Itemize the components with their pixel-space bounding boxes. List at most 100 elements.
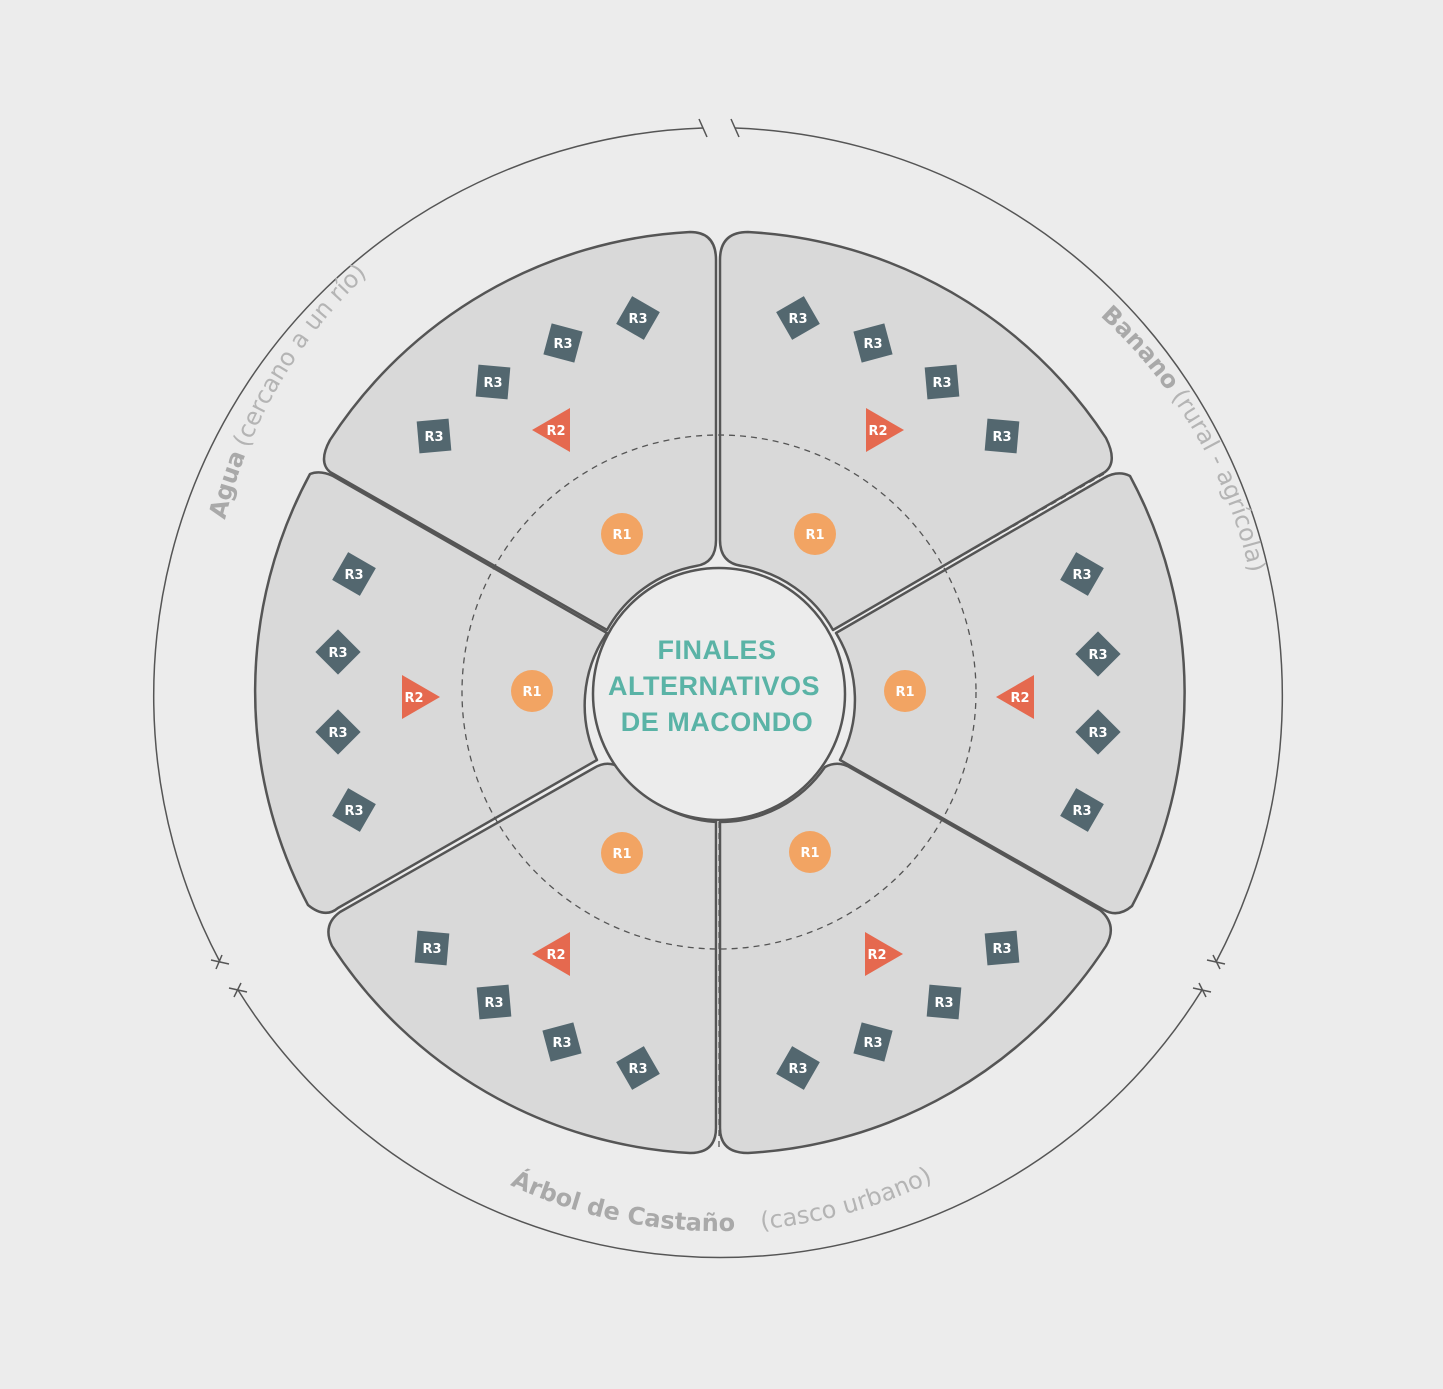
slate-square-icon xyxy=(332,788,376,832)
slate-square-icon xyxy=(476,984,512,1020)
r1-label: R1 xyxy=(800,846,819,861)
r3-label: R3 xyxy=(992,942,1011,957)
slate-square-icon xyxy=(984,930,1020,966)
r1-marker: R1 xyxy=(511,670,553,712)
r2-label: R2 xyxy=(546,424,565,439)
outer-arc-arbol xyxy=(237,989,1203,1259)
r3-marker: R3 xyxy=(332,788,376,832)
red-triangle-icon xyxy=(532,932,570,976)
r2-label: R2 xyxy=(404,691,423,706)
red-triangle-icon xyxy=(402,675,440,719)
r3-marker: R3 xyxy=(853,323,893,363)
slate-square-icon xyxy=(1060,552,1104,596)
outer-ring xyxy=(152,118,1284,1259)
r1-marker: R1 xyxy=(789,831,831,873)
r3-label: R3 xyxy=(1088,648,1107,663)
slate-square-icon xyxy=(1075,709,1121,755)
r3-marker: R3 xyxy=(542,1022,582,1062)
orange-circle-icon xyxy=(884,670,926,712)
orange-circle-icon xyxy=(789,831,831,873)
r3-marker: R3 xyxy=(1060,788,1104,832)
outer-arc-banano xyxy=(734,127,1284,963)
center-line-3: DE MACONDO xyxy=(621,707,814,737)
r2-label: R2 xyxy=(546,948,565,963)
slate-square-icon xyxy=(616,1046,660,1090)
r2-label: R2 xyxy=(1010,691,1029,706)
r3-label: R3 xyxy=(424,430,443,445)
center-hub: FINALES ALTERNATIVOS DE MACONDO xyxy=(591,566,847,822)
orange-circle-icon xyxy=(511,670,553,712)
label-arbol-bold: Árbol de Castaño xyxy=(507,1164,735,1237)
r3-label: R3 xyxy=(863,1036,882,1051)
r1-label: R1 xyxy=(612,528,631,543)
r3-marker: R3 xyxy=(984,418,1020,454)
r3-label: R3 xyxy=(344,804,363,819)
r2-marker: R2 xyxy=(532,408,570,452)
slate-square-icon xyxy=(853,1022,893,1062)
r3-label: R3 xyxy=(328,646,347,661)
r3-marker: R3 xyxy=(776,1046,820,1090)
slate-square-icon xyxy=(926,984,962,1020)
center-line-1: FINALES xyxy=(657,635,776,665)
dashed-divider-agua xyxy=(332,473,608,631)
slate-square-icon xyxy=(1075,631,1121,677)
r3-marker: R3 xyxy=(776,296,820,340)
r1-marker: R1 xyxy=(601,832,643,874)
r3-label: R3 xyxy=(484,996,503,1011)
r3-label: R3 xyxy=(628,312,647,327)
r3-label: R3 xyxy=(483,376,502,391)
slate-square-icon xyxy=(853,323,893,363)
r3-label: R3 xyxy=(1072,804,1091,819)
orange-circle-icon xyxy=(794,513,836,555)
slate-square-icon xyxy=(414,930,450,966)
orange-circle-icon xyxy=(601,832,643,874)
r2-marker: R2 xyxy=(866,408,904,452)
dashed-divider-banano xyxy=(832,473,1105,631)
r3-marker: R3 xyxy=(1060,552,1104,596)
slate-square-icon xyxy=(475,364,511,400)
r1-label: R1 xyxy=(895,685,914,700)
r3-label: R3 xyxy=(552,1036,571,1051)
outer-arc-agua xyxy=(152,127,704,963)
r3-marker: R3 xyxy=(1075,709,1121,755)
r3-marker: R3 xyxy=(616,1046,660,1090)
red-triangle-icon xyxy=(865,932,903,976)
r3-marker: R3 xyxy=(924,364,960,400)
slate-square-icon xyxy=(416,418,452,454)
r3-marker: R3 xyxy=(853,1022,893,1062)
center-line-2: ALTERNATIVOS xyxy=(608,671,820,701)
dashed-inner-ring xyxy=(461,434,977,950)
r3-label: R3 xyxy=(344,568,363,583)
r3-marker: R3 xyxy=(414,930,450,966)
r3-label: R3 xyxy=(992,430,1011,445)
r2-label: R2 xyxy=(868,424,887,439)
r3-marker: R3 xyxy=(416,418,452,454)
r3-label: R3 xyxy=(328,726,347,741)
r3-marker: R3 xyxy=(984,930,1020,966)
dashed-lines xyxy=(332,434,1105,1150)
r3-label: R3 xyxy=(788,1062,807,1077)
r2-marker: R2 xyxy=(402,675,440,719)
label-banano-light: (rural - agrícola) xyxy=(1166,384,1271,575)
r3-marker: R3 xyxy=(476,984,512,1020)
r1-label: R1 xyxy=(522,685,541,700)
label-agua-bold: Agua xyxy=(204,446,252,521)
red-triangle-icon xyxy=(996,675,1034,719)
r3-label: R3 xyxy=(1088,726,1107,741)
slate-square-icon xyxy=(543,323,583,363)
label-arbol-light: (casco urbano) xyxy=(759,1161,936,1235)
r3-label: R3 xyxy=(422,942,441,957)
r3-label: R3 xyxy=(934,996,953,1011)
slate-square-icon xyxy=(984,418,1020,454)
r2-marker: R2 xyxy=(865,932,903,976)
red-triangle-icon xyxy=(532,408,570,452)
slate-square-icon xyxy=(616,296,660,340)
r1-marker: R1 xyxy=(884,670,926,712)
slate-square-icon xyxy=(332,552,376,596)
r2-marker: R2 xyxy=(532,932,570,976)
label-arbol: Árbol de Castaño (casco urbano) xyxy=(507,1161,935,1237)
center-circle xyxy=(591,566,847,822)
label-banano-bold: Banano xyxy=(1096,300,1185,395)
